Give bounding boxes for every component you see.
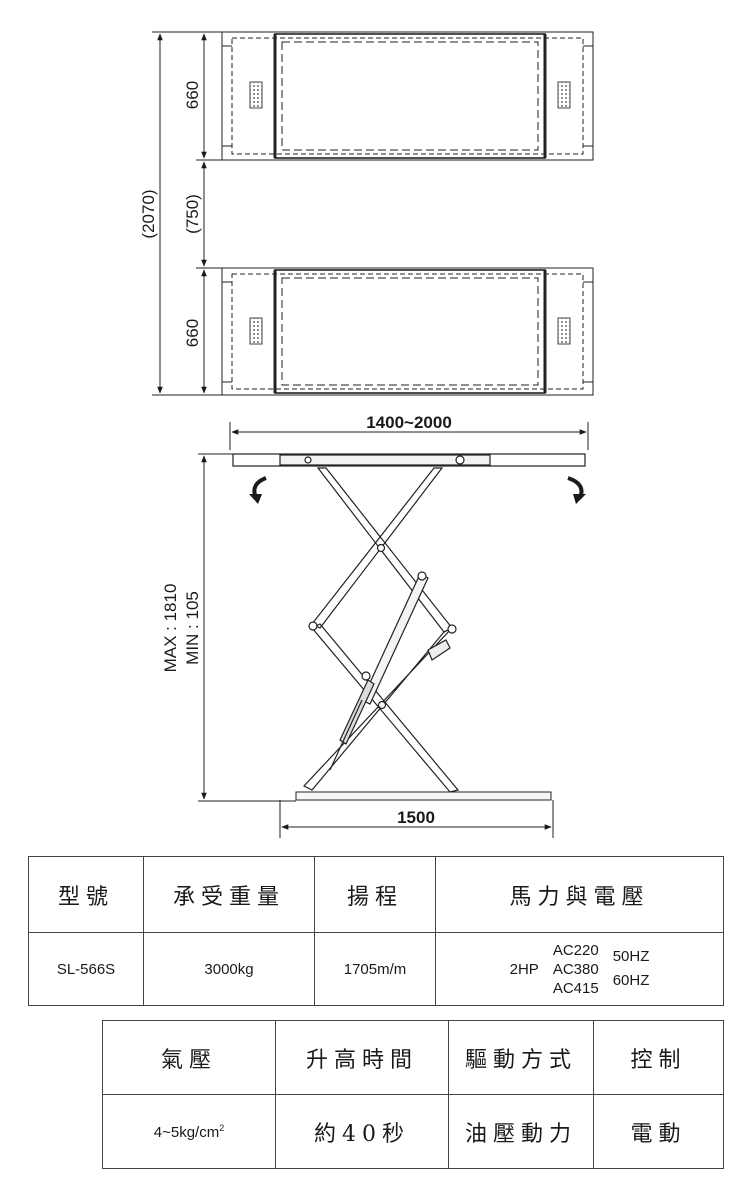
power-hp: 2HP (509, 960, 539, 978)
platform-bottom-view (221, 267, 594, 396)
header-lift: 揚程 (314, 856, 436, 933)
cell-air-pressure: 4~5kg/cm2 (102, 1094, 276, 1169)
platform-top-view (221, 31, 594, 161)
cell-control: 電動 (593, 1094, 724, 1169)
plan-dimension-lines (152, 31, 222, 396)
dim-overall-width: (2070) (139, 189, 158, 238)
dim-base-length: 1500 (397, 808, 435, 827)
air-pressure-exponent: 2 (219, 1122, 225, 1133)
scissor-mechanism (303, 467, 460, 793)
height-dimension (198, 453, 296, 802)
spec-table-secondary: 氣壓 升高時間 驅動方式 控制 4~5kg/cm2 約40秒 油壓動力 電動 (102, 1020, 724, 1169)
header-drive: 驅動方式 (448, 1020, 594, 1095)
dim-gap: (750) (183, 194, 202, 234)
header-capacity: 承受重量 (143, 856, 315, 933)
lift-base (295, 791, 552, 801)
header-air-pressure: 氣壓 (102, 1020, 276, 1095)
base-length-dimension (279, 800, 554, 838)
dim-max-height: MAX : 1810 (161, 584, 180, 673)
rotation-arrow-left (249, 476, 267, 504)
dim-platform-length: 1400~2000 (366, 413, 452, 432)
header-control: 控制 (593, 1020, 724, 1095)
air-pressure-value: 4~5kg/cm (153, 1123, 220, 1141)
header-rise-time: 升高時間 (275, 1020, 449, 1095)
header-power-voltage: 馬力與電壓 (435, 856, 724, 933)
scissor-lift-technical-drawing: 660 (750) (2070) 660 1400~2000 (139, 31, 594, 838)
voltage-ac380: AC380 (552, 960, 599, 978)
voltage-ac220: AC220 (552, 941, 599, 959)
rotation-arrow-right (567, 476, 586, 504)
cell-rise-time: 約40秒 (275, 1094, 449, 1169)
dim-min-height: MIN : 105 (183, 591, 202, 665)
frequency-50hz: 50HZ (612, 948, 650, 965)
lift-platform-side (232, 453, 586, 467)
cell-model: SL-566S (28, 932, 144, 1006)
platform-length-dimension (229, 422, 589, 450)
dim-platform-depth-bottom: 660 (183, 319, 202, 347)
cell-lift: 1705m/m (314, 932, 436, 1006)
cell-power-voltage: 2HP AC220 AC380 AC415 50HZ 60HZ (435, 932, 724, 1006)
cell-drive: 油壓動力 (448, 1094, 594, 1169)
voltage-ac415: AC415 (552, 979, 599, 997)
header-model: 型號 (28, 856, 144, 933)
cell-capacity: 3000kg (143, 932, 315, 1006)
spec-table-main: 型號 承受重量 揚程 馬力與電壓 SL-566S 3000kg 1705m/m … (28, 856, 724, 1006)
frequency-60hz: 60HZ (612, 972, 650, 989)
dim-platform-depth-top: 660 (183, 81, 202, 109)
